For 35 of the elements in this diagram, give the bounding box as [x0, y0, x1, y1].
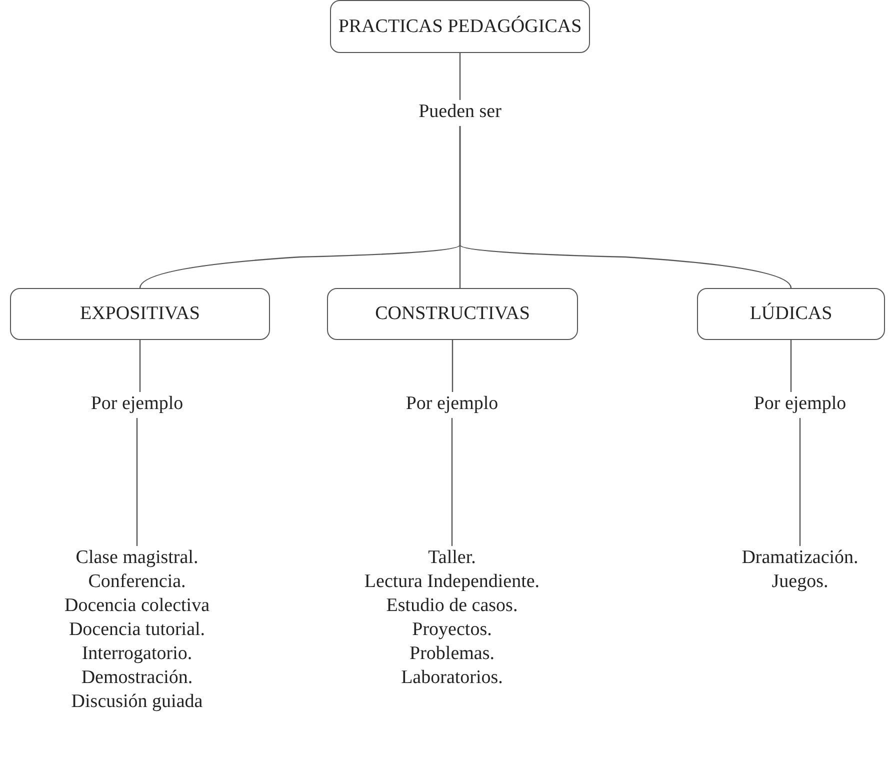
- category-box: [10, 288, 270, 340]
- example-item: Interrogatorio.: [80, 642, 194, 666]
- connector-phrase: Pueden ser: [418, 100, 502, 124]
- connector-line: [799, 418, 801, 546]
- example-item: Dramatización.: [740, 546, 860, 570]
- category-box: [697, 288, 885, 340]
- example-item: Discusión guiada: [70, 690, 204, 714]
- box-title: LÚDICAS: [750, 302, 832, 326]
- box-title: EXPOSITIVAS: [80, 302, 200, 326]
- connector-line: [451, 418, 453, 546]
- connector-line: [139, 340, 141, 392]
- example-item: Juegos.: [770, 570, 830, 594]
- example-item: Proyectos.: [411, 618, 493, 642]
- connector-line: [452, 340, 454, 392]
- example-item: Clase magistral.: [74, 546, 200, 570]
- example-item: Laboratorios.: [400, 666, 504, 690]
- connector-phrase: Por ejemplo: [752, 392, 848, 416]
- example-item: Taller.: [427, 546, 477, 570]
- example-item: Docencia tutorial.: [68, 618, 206, 642]
- box-title: CONSTRUCTIVAS: [375, 302, 530, 326]
- example-item: Estudio de casos.: [385, 594, 519, 618]
- example-item: Lectura Independiente.: [363, 570, 541, 594]
- box-title: PRACTICAS PEDAGÓGICAS: [338, 14, 582, 38]
- connector-phrase: Por ejemplo: [404, 392, 500, 416]
- example-item: Problemas.: [408, 642, 496, 666]
- example-item: Conferencia.: [87, 570, 187, 594]
- connector-line: [459, 126, 792, 288]
- example-item: Demostración.: [80, 666, 194, 690]
- category-box: [330, 0, 590, 53]
- connector-line: [459, 53, 461, 100]
- connector-line: [790, 340, 792, 392]
- connector-phrase: Por ejemplo: [90, 392, 184, 416]
- connector-line: [136, 418, 138, 546]
- example-item: Docencia colectiva: [63, 594, 211, 618]
- category-box: [327, 288, 578, 340]
